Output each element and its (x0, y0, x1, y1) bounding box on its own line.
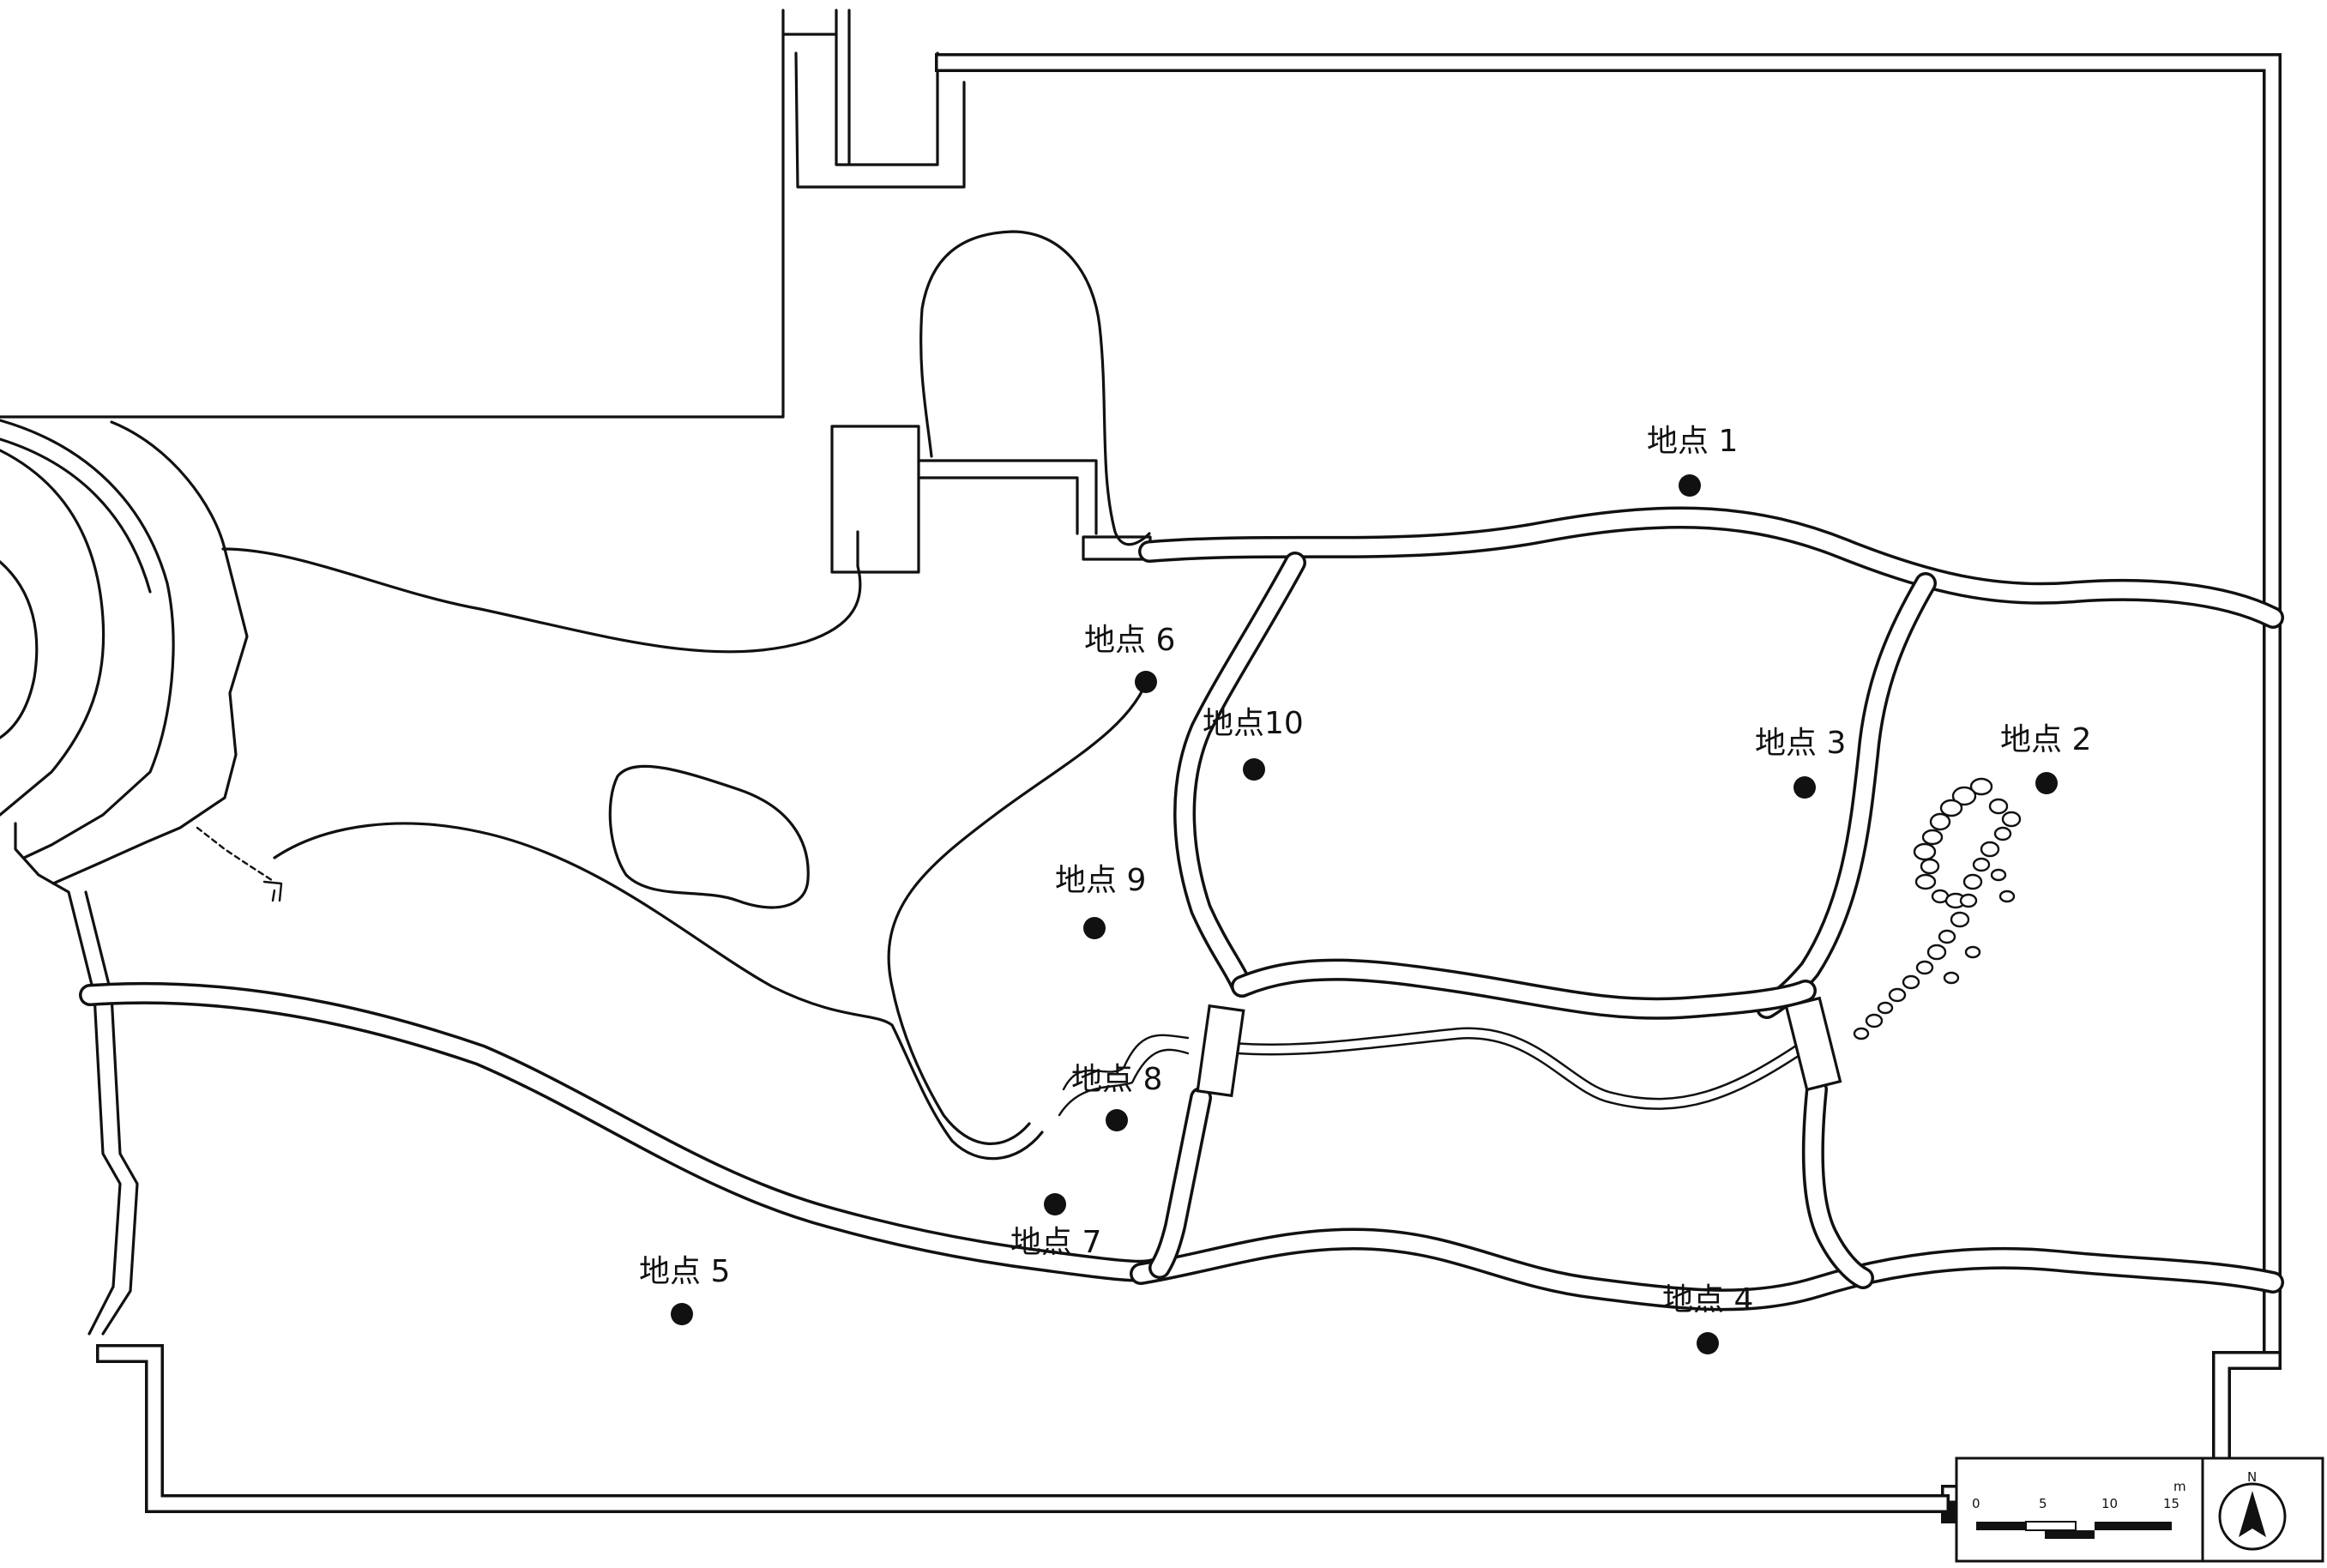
site-marker-10: 地点10 (1203, 706, 1304, 781)
pond-east-shore (887, 672, 1151, 1145)
rock-cluster (1853, 777, 2022, 1040)
rock (1877, 1001, 1894, 1015)
site-dot (671, 1303, 693, 1325)
site-dot (1679, 474, 1701, 497)
scale-bar-segment-4 (2095, 1522, 2172, 1530)
pond-upper-lobe (221, 230, 1152, 654)
site-label: 地点 2 (2000, 722, 2091, 757)
north-arrow: N (2201, 1456, 2324, 1563)
pavilion-walkway (917, 459, 1098, 535)
rock (1964, 945, 1981, 959)
site-marker-1: 地点 1 (1647, 424, 1738, 497)
rock (1938, 929, 1956, 944)
pond-south-shore (273, 822, 1044, 1161)
island-outline (608, 764, 810, 909)
rock (1865, 1013, 1884, 1028)
scale-bar: 0 5 10 15 m (1955, 1456, 2204, 1563)
rock (1920, 858, 1940, 875)
site-marker-2: 地点 2 (2000, 722, 2091, 794)
scale-bar-segment-2 (2025, 1521, 2077, 1531)
rock (1988, 798, 2009, 815)
north-arrow-icon (2239, 1491, 2266, 1537)
site-label: 地点 4 (1662, 1282, 1753, 1318)
scale-bar-frame (1955, 1456, 2204, 1563)
north-arrow-label: N (2247, 1469, 2257, 1485)
north-gate-notch (781, 9, 966, 189)
south-wall (96, 1344, 1950, 1513)
rock (1993, 826, 2012, 841)
rock (1972, 857, 1991, 872)
rock (1962, 873, 1983, 890)
site-label: 地点 5 (639, 1254, 730, 1289)
rock (1959, 893, 1978, 908)
rock (1929, 812, 1951, 831)
rock (1913, 842, 1937, 861)
rock (1921, 829, 1944, 846)
rock (1902, 974, 1920, 990)
garden-paths (79, 506, 2284, 1312)
site-dot (1697, 1332, 1719, 1354)
site-marker-4: 地点 4 (1662, 1282, 1753, 1354)
path-north (1138, 506, 2284, 629)
building-outline (0, 9, 785, 419)
rock (1915, 960, 1934, 975)
site-label: 地点 6 (1084, 623, 1175, 658)
site-dot (2035, 772, 2058, 794)
scale-bar-segment-1 (1976, 1522, 2026, 1530)
site-dot (1135, 671, 1157, 693)
site-label: 地点 9 (1055, 863, 1146, 898)
rock (1969, 777, 1993, 796)
rock (1998, 890, 2016, 903)
outer-wall (935, 53, 2282, 1356)
scale-tick-0: 0 (1972, 1496, 1980, 1511)
chain-fence (196, 826, 276, 884)
site-label: 地点 1 (1647, 424, 1738, 459)
site-label: 地点10 (1203, 706, 1304, 741)
rock (2001, 811, 2022, 828)
pond-main (273, 672, 1190, 1161)
site-marker-8: 地点 8 (1071, 1062, 1162, 1131)
site-dot (1106, 1109, 1128, 1131)
site-dot (1243, 758, 1265, 781)
rock (1943, 971, 1960, 985)
rock (1926, 944, 1947, 961)
scale-unit: m (2173, 1479, 2186, 1494)
rock (1990, 868, 2007, 882)
scale-tick-15: 15 (2163, 1496, 2179, 1511)
bridge-east (1784, 996, 1842, 1092)
rock (1914, 873, 1937, 890)
site-label: 地点 8 (1071, 1062, 1162, 1097)
rock (1939, 799, 1963, 817)
site-dot (1044, 1193, 1066, 1215)
site-marker-6: 地点 6 (1084, 623, 1175, 693)
site-dot (1083, 917, 1106, 939)
site-marker-9: 地点 9 (1055, 863, 1146, 939)
brook (1062, 1034, 1190, 1091)
site-label: 地点 7 (1010, 1225, 1101, 1260)
rock (1853, 1027, 1870, 1040)
site-dot (1793, 776, 1816, 799)
site-markers: 地点 1 地点 2 地点 3 地点 4 地点 5 地点 6 地点 7 地点 8 地点 9 地点10 (639, 424, 2091, 1354)
site-marker-5: 地点 5 (639, 1254, 730, 1325)
rock (1951, 786, 1977, 806)
site-marker-3: 地点 3 (1755, 726, 1846, 799)
rock (1888, 987, 1907, 1003)
site-marker-7: 地点 7 (1010, 1193, 1101, 1260)
pavilion-building (830, 425, 920, 574)
rock (1950, 911, 1970, 928)
circular-plaza (0, 419, 283, 902)
bridge-west (1196, 1004, 1245, 1098)
west-wall (14, 822, 122, 1336)
rock (1980, 841, 2000, 858)
boundary-walls (0, 9, 2282, 1523)
scale-bar-segment-3 (2045, 1530, 2095, 1539)
scale-tick-10: 10 (2101, 1496, 2118, 1511)
site-label: 地点 3 (1755, 726, 1846, 761)
scale-tick-5: 5 (2039, 1496, 2047, 1511)
